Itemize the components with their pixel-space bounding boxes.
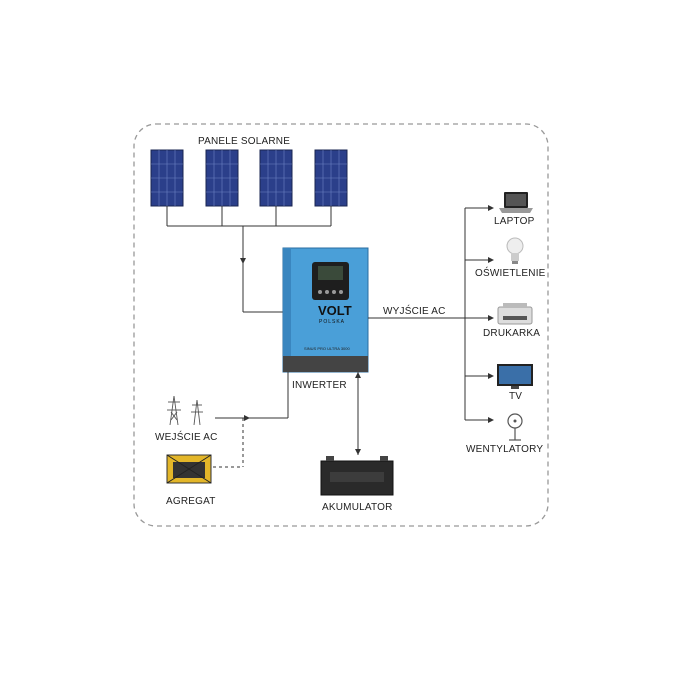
arrow-head	[355, 372, 361, 378]
solar-panel	[259, 149, 293, 207]
device-label-laptop: LAPTOP	[494, 216, 535, 227]
battery-icon	[320, 456, 394, 496]
printer-icon	[497, 303, 533, 325]
generator-icon	[166, 454, 212, 484]
generator-label: AGREGAT	[166, 496, 216, 507]
panels-label: PANELE SOLARNE	[198, 136, 291, 147]
arrow-heads	[488, 205, 494, 423]
tv-icon	[497, 364, 533, 389]
ac-input-label: WEJŚCIE AC	[155, 432, 218, 443]
ac-input-wiring	[215, 372, 289, 419]
inverter-icon	[282, 247, 369, 373]
ac-output-label: WYJŚCIE AC	[383, 306, 446, 317]
light-bulb-icon	[506, 237, 524, 264]
device-label-lighting: OŚWIETLENIE	[475, 268, 546, 279]
ac-output-wiring	[368, 207, 491, 421]
arrow-head	[240, 258, 246, 264]
arrow-head	[355, 449, 361, 455]
device-label-printer: DRUKARKA	[483, 328, 541, 339]
generator-wiring	[213, 418, 244, 468]
battery-label: AKUMULATOR	[322, 502, 393, 513]
inverter-brand: VOLT	[318, 303, 352, 318]
inverter-model: SINUS PRO ULTRA 3000	[304, 346, 350, 351]
device-label-fans: WENTYLATORY	[466, 444, 544, 455]
system-boundary	[133, 123, 549, 527]
solar-panels-icon	[150, 149, 348, 207]
power-pylon-icon	[167, 395, 203, 426]
solar-panel	[150, 149, 184, 207]
solar-panel	[314, 149, 348, 207]
solar-panel	[205, 149, 239, 207]
device-label-tv: TV	[509, 391, 523, 402]
inverter-label: INWERTER	[292, 380, 347, 391]
panel-wiring	[166, 206, 332, 313]
arrow-head	[244, 415, 250, 421]
inverter-brand-sub: POLSKA	[319, 319, 346, 325]
fan-icon	[507, 413, 523, 441]
laptop-icon	[499, 192, 533, 213]
